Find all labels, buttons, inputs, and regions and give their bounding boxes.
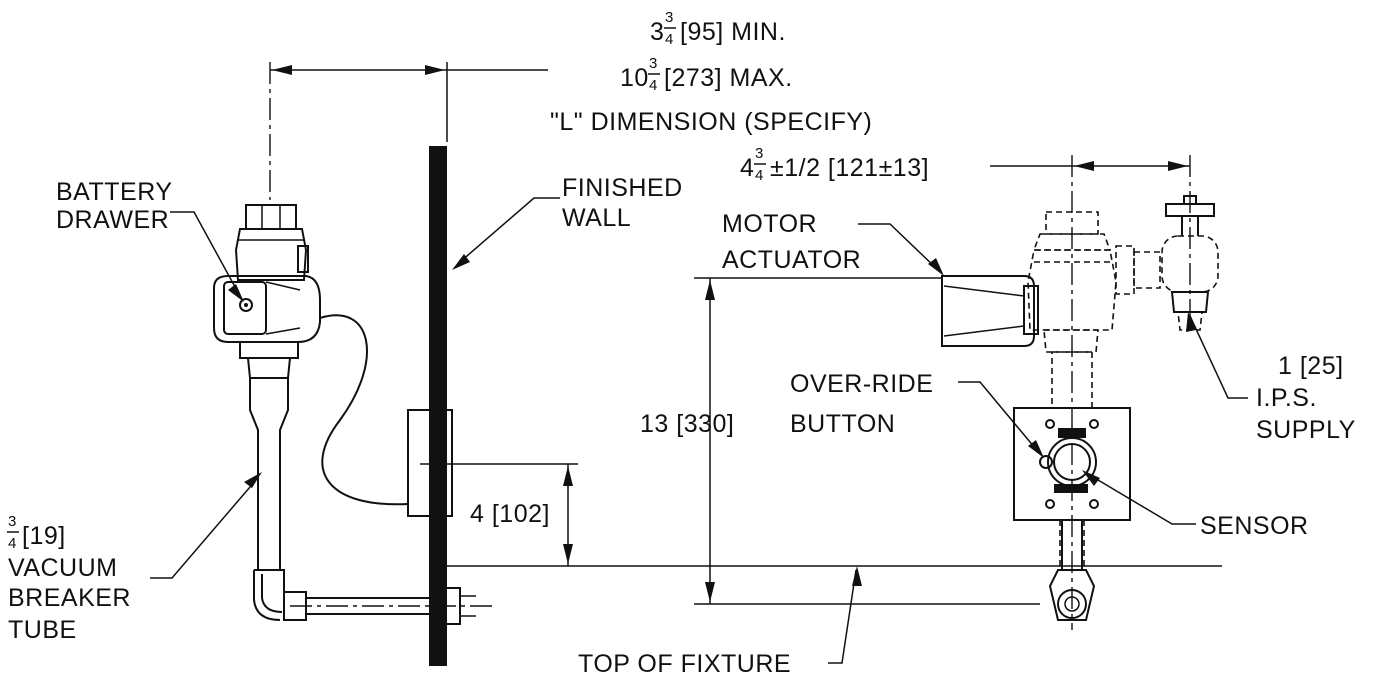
tube-num: 3 <box>8 513 16 530</box>
dim-max-num: 3 <box>649 55 657 72</box>
offset-den: 4 <box>755 167 763 184</box>
battery-label-2: DRAWER <box>56 206 169 234</box>
dim-max-whole: 10 <box>620 64 649 92</box>
offset-dimension <box>990 161 1190 171</box>
height-13-label: 13 [330] <box>640 410 734 438</box>
override-label-2: BUTTON <box>790 410 895 438</box>
tube-label-1: [19] <box>22 522 66 550</box>
finished-wall <box>429 146 447 666</box>
tube-label-4: TUBE <box>8 616 77 644</box>
wall-label-2: WALL <box>562 204 631 232</box>
override-label-1: OVER-RIDE <box>790 370 933 398</box>
offset-num: 3 <box>755 145 763 162</box>
motor-label-1: MOTOR <box>722 210 817 238</box>
front-view-valve <box>941 155 1219 630</box>
dim-max-den: 4 <box>649 77 657 94</box>
dim-min-num: 3 <box>665 9 673 26</box>
tube-den: 4 <box>8 535 16 552</box>
height-13-dimension <box>705 278 715 604</box>
offset-text: ±1/2 [121±13] <box>770 154 929 182</box>
battery-drawer <box>213 275 321 343</box>
supply-label-1: 1 [25] <box>1278 352 1344 380</box>
sensor-label: SENSOR <box>1200 512 1309 540</box>
l-dimension-line <box>270 65 548 75</box>
sensor-cable <box>319 314 409 506</box>
motor-actuator <box>941 275 1035 347</box>
dim-min-den: 4 <box>665 31 673 48</box>
battery-label-1: BATTERY <box>56 178 173 206</box>
l-dimension-text: "L" DIMENSION (SPECIFY) <box>550 108 872 136</box>
side-view-valve <box>213 62 492 625</box>
wall-label-1: FINISHED <box>562 174 683 202</box>
dim-min-text: [95] MIN. <box>680 18 786 46</box>
override-button <box>1039 455 1053 469</box>
sensor-window <box>1047 437 1097 487</box>
dim-min-whole: 3 <box>650 18 664 46</box>
motor-label-2: ACTUATOR <box>722 246 861 274</box>
supply-label-2: I.P.S. <box>1256 384 1317 412</box>
fixture-label: TOP OF FIXTURE <box>578 650 791 678</box>
offset-whole: 4 <box>740 154 754 182</box>
height-4-dimension <box>563 464 573 566</box>
tube-label-2: VACUUM <box>8 554 117 582</box>
height-4-label: 4 [102] <box>470 500 550 528</box>
sensor-plate <box>1013 407 1131 521</box>
tube-label-3: BREAKER <box>8 584 131 612</box>
dim-max-text: [273] MAX. <box>664 64 793 92</box>
supply-label-3: SUPPLY <box>1256 416 1356 444</box>
